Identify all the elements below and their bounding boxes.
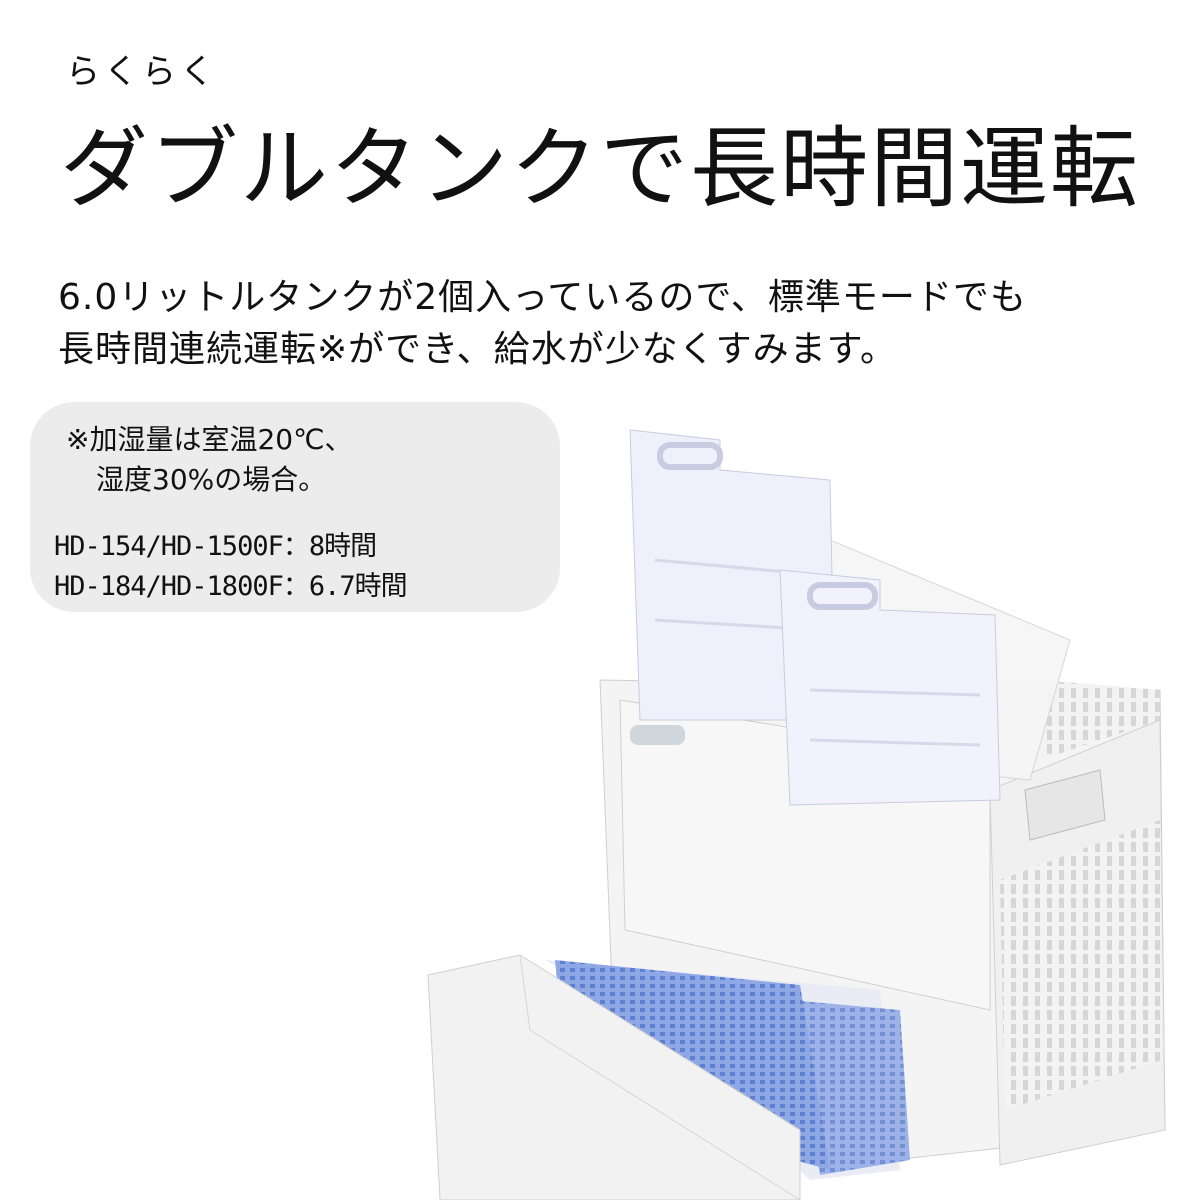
handle-slot	[1024, 769, 1106, 841]
model-runtime-row: HD-184/HD-1800F：6.7時間	[54, 564, 408, 603]
page-title: ダブルタンクで長時間運転	[60, 117, 1141, 220]
humidifier-product-image	[427, 429, 1166, 1200]
side-grille	[1000, 820, 1162, 1110]
model-runtime-row: HD-154/HD-1500F：8時間	[54, 524, 377, 563]
water-tank	[779, 569, 1001, 806]
model-name: HD-184/HD-1800F	[54, 571, 284, 602]
drawer	[427, 954, 801, 1200]
note-condition: ※加湿量は室温20℃、	[66, 423, 353, 456]
brand-badge	[630, 725, 685, 745]
description-line: 6.0リットルタンクが2個入っているので、標準モードでも	[58, 277, 1027, 318]
note-box: ※加湿量は室温20℃、 湿度30%の場合。 HD-154/HD-1500F：8時…	[30, 402, 560, 612]
model-name: HD-154/HD-1500F	[54, 531, 284, 562]
kicker: らくらく	[66, 52, 218, 92]
runtime: ：8時間	[282, 531, 377, 562]
description: 6.0リットルタンクが2個入っているので、標準モードでも 長時間連続運転※ができ…	[58, 272, 1027, 376]
note-condition: 湿度30%の場合。	[96, 463, 327, 496]
runtime: ：6.7時間	[282, 571, 408, 602]
description-line: 長時間連続運転※ができ、給水が少なくすみます。	[58, 329, 898, 370]
